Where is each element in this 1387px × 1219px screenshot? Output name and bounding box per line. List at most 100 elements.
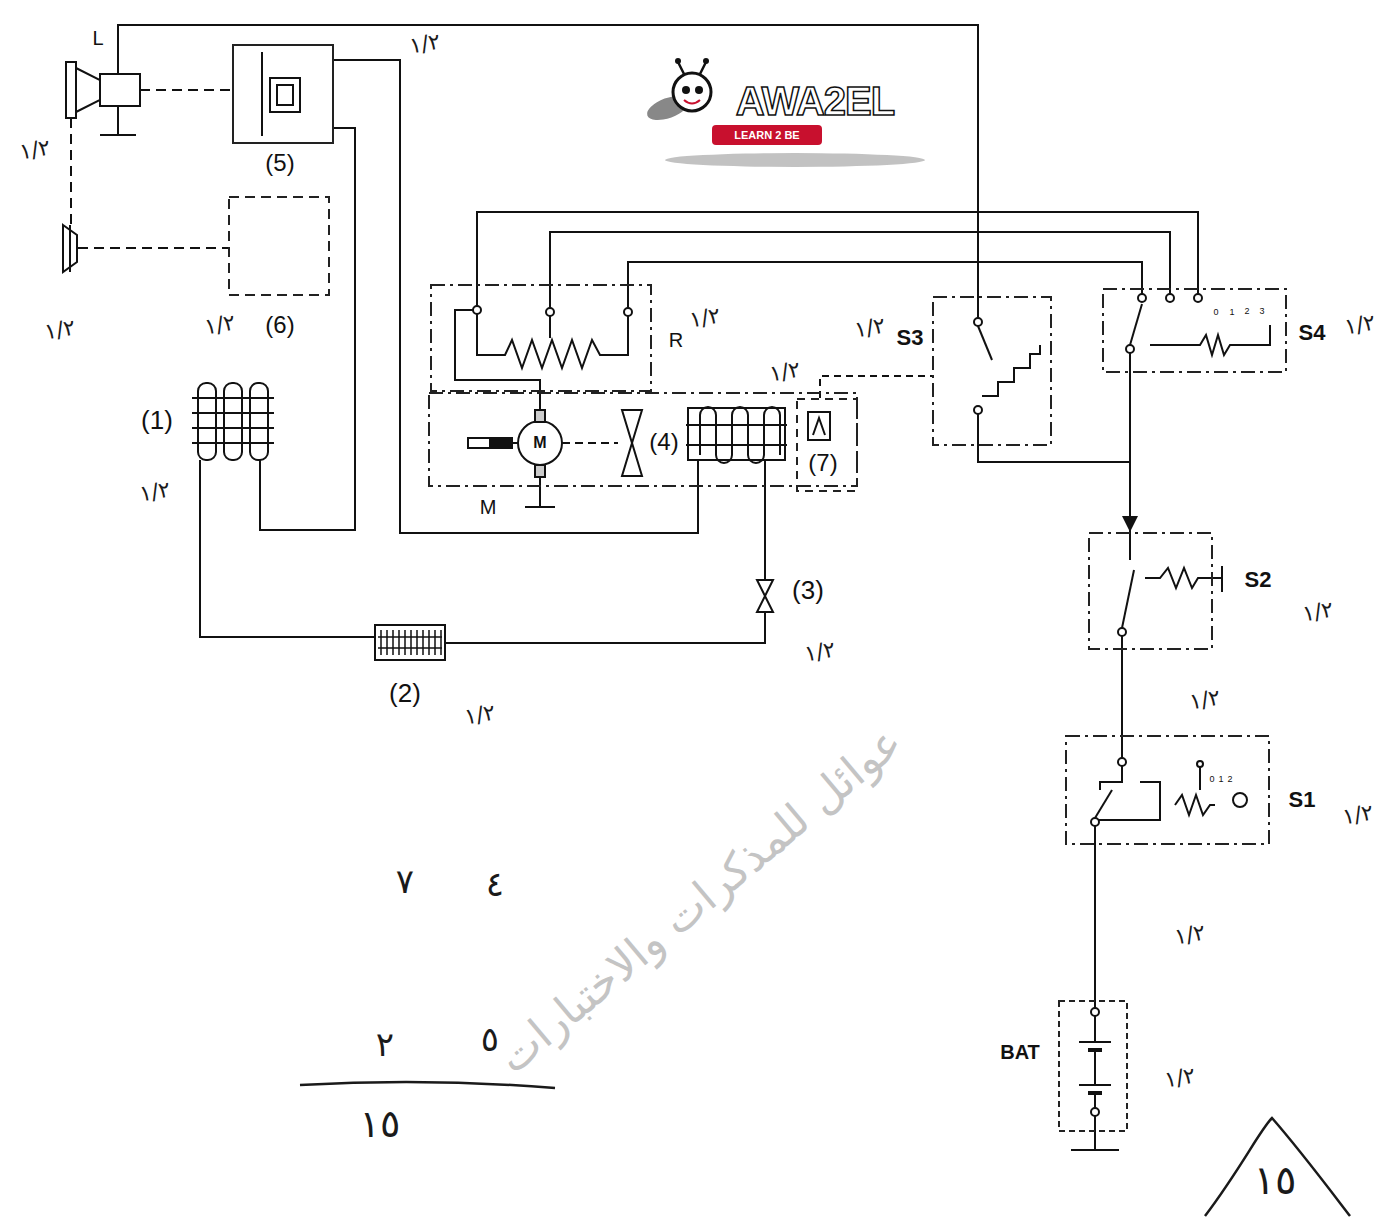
box-outline <box>233 45 333 143</box>
logo-mark <box>665 153 925 167</box>
logo-mark <box>695 86 703 94</box>
box-outline <box>1102 288 1287 373</box>
blower-motor-symbol <box>468 410 642 507</box>
grade-total: ١٥ <box>360 1104 401 1146</box>
thermostat-symbol <box>808 412 830 440</box>
box-outline <box>797 399 857 491</box>
thermostat-switch-symbol <box>118 25 978 318</box>
main-switch-symbol <box>1091 735 1247 845</box>
component-label: S1 <box>1287 788 1318 812</box>
compressor-symbol <box>270 78 300 112</box>
component-label: (6) <box>263 312 296 338</box>
blower-motor-symbol <box>525 477 555 507</box>
condenser-symbol <box>250 383 268 460</box>
grade-mark: ١/٢ <box>1186 685 1225 715</box>
compressor-symbol <box>262 52 300 136</box>
wire <box>628 262 1142 288</box>
grade-mark: ١/٢ <box>686 303 725 333</box>
blower-switch-symbol <box>1138 294 1146 302</box>
compressor-symbol <box>261 52 263 136</box>
switch-position: 0 <box>1208 775 1215 785</box>
main-switch-symbol <box>1100 766 1122 790</box>
receiver-drier-symbol <box>375 625 445 660</box>
clutch-pulley <box>66 62 76 118</box>
logo-mark <box>684 100 700 104</box>
expansion-valve-symbol <box>757 580 773 612</box>
component-box: (7) <box>796 398 858 492</box>
refrigerant-line <box>764 460 766 580</box>
main-switch-symbol <box>1197 761 1203 767</box>
thermostat-switch-symbol <box>978 326 992 360</box>
thermostat-switch-symbol <box>974 318 982 326</box>
pressure-switch-symbol <box>1121 636 1123 650</box>
logo-mark <box>673 73 711 111</box>
blower-motor-symbol <box>535 410 545 422</box>
grade-mark <box>300 1082 555 1088</box>
pressure-switch-symbol <box>1118 532 1222 650</box>
pressure-switch-symbol <box>1129 532 1131 560</box>
grade-mark: ١/٢ <box>1339 800 1378 830</box>
box-outline <box>1058 1000 1128 1132</box>
battery-symbol <box>1091 1008 1099 1016</box>
grade-mark: ٥ <box>481 1021 499 1058</box>
component-box: (6) <box>228 196 330 296</box>
battery-symbol <box>1071 1000 1119 1150</box>
evaporator-symbol <box>688 408 785 460</box>
resistor-symbol <box>549 316 551 338</box>
clutch-pulley <box>78 247 228 249</box>
component-box: M(7) <box>428 392 858 487</box>
resistor-symbol <box>455 310 540 410</box>
thermostat-switch-symbol <box>974 406 982 414</box>
callout-number: (3) <box>791 576 825 605</box>
condenser-symbol <box>224 383 242 460</box>
compressor-symbol <box>277 85 293 105</box>
resistor-symbol <box>473 306 481 314</box>
refrigerant-line <box>260 128 355 530</box>
component-label: S3 <box>895 326 926 350</box>
battery-symbol <box>1079 1050 1111 1085</box>
refrigerant-line <box>697 460 699 487</box>
logo-text: AWA2EL <box>736 79 894 123</box>
box-outline <box>430 284 652 392</box>
main-switch-symbol <box>1095 790 1112 818</box>
clutch-pulley <box>63 48 232 272</box>
clutch-pulley <box>63 225 77 272</box>
callout-number: (1) <box>140 406 174 435</box>
grade-mark: ١/٢ <box>136 477 175 507</box>
switch-position: 1 <box>1217 775 1224 785</box>
box-outline <box>1088 532 1213 650</box>
main-switch-symbol <box>1099 782 1160 820</box>
clutch-pulley <box>70 118 72 225</box>
blower-switch-symbol <box>1126 345 1134 353</box>
pressure-switch-symbol <box>1122 570 1134 628</box>
wire <box>550 232 1170 288</box>
main-switch-symbol <box>1118 758 1126 766</box>
grade-mark: ١/٢ <box>41 315 80 345</box>
refrigerant-line <box>445 612 765 643</box>
blower-motor-symbol <box>535 465 545 477</box>
box-outline <box>1059 1001 1127 1131</box>
condenser-symbol <box>198 383 216 460</box>
blower-motor-symbol <box>490 438 512 448</box>
component-box: S1 <box>1065 735 1270 845</box>
component-box: R <box>430 284 652 392</box>
logo-mark <box>682 86 690 94</box>
thermostat-switch-symbol <box>977 414 979 446</box>
component-box: (5) <box>232 44 334 144</box>
switch-position: 0 <box>1212 308 1219 318</box>
clutch-pulley <box>100 74 140 106</box>
component-label: BAT <box>998 1041 1042 1063</box>
box-outline <box>232 44 334 144</box>
refrigerant-line <box>200 460 375 637</box>
condenser-symbol <box>192 383 274 460</box>
blower-switch-symbol <box>1194 294 1202 302</box>
box-outline <box>1065 735 1270 845</box>
thermostat-switch-symbol <box>982 345 1040 396</box>
thermostat-symbol <box>808 412 830 440</box>
blower-motor-symbol <box>468 438 512 448</box>
grade-mark: ١/٢ <box>1341 310 1380 340</box>
